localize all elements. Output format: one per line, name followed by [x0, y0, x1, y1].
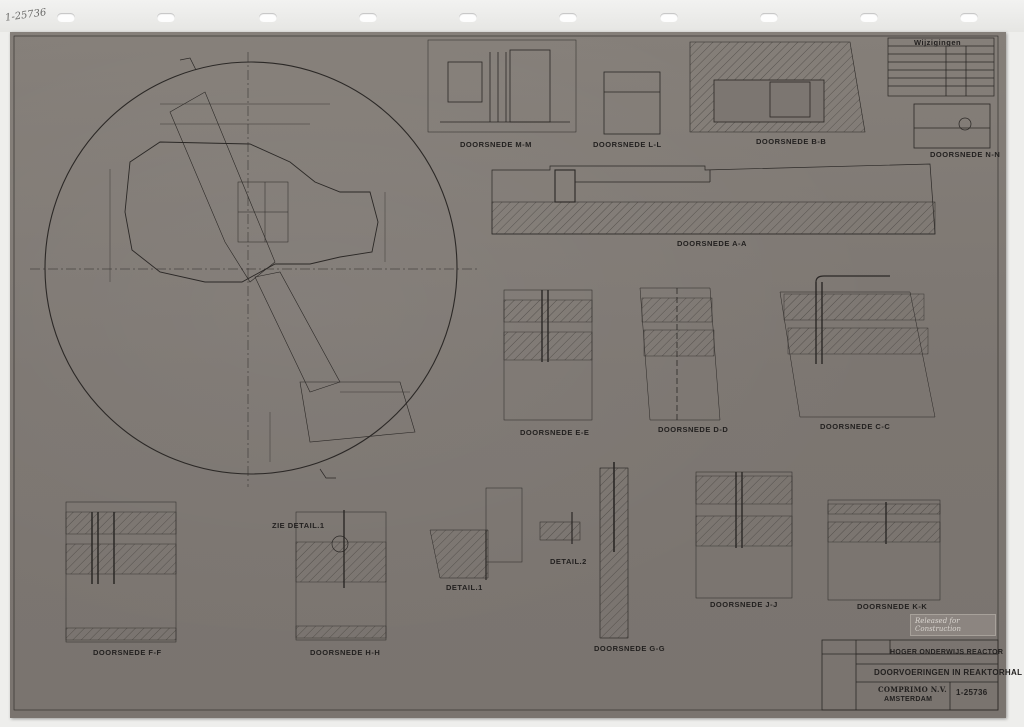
archive-mark: 1-25736: [4, 7, 48, 24]
revision-table-title: Wijzigingen: [914, 38, 962, 47]
release-stamp: Released for Construction: [910, 614, 996, 636]
section-label-ee: DOORSNEDE E-E: [520, 428, 590, 437]
punch-hole: [157, 13, 175, 22]
section-label-hh: DOORSNEDE H-H: [310, 648, 381, 657]
section-label-mm: DOORSNEDE M-M: [460, 140, 532, 149]
blueprint-sheet: Wijzigingen DOORSNEDE M-M DOORSNEDE L-L …: [10, 32, 1022, 718]
punch-hole: [459, 13, 477, 22]
title-block-city: AMSTERDAM: [884, 696, 933, 703]
section-label-bb: DOORSNEDE B-B: [756, 137, 827, 146]
section-label-ll: DOORSNEDE L-L: [593, 140, 662, 149]
punch-hole: [760, 13, 778, 22]
punch-hole: [660, 13, 678, 22]
title-block-drawing-number: 1-25736: [956, 688, 988, 697]
section-label-aa: DOORSNEDE A-A: [677, 239, 747, 248]
punch-hole: [259, 13, 277, 22]
punch-hole: [559, 13, 577, 22]
section-label-nn: DOORSNEDE N-N: [930, 150, 1001, 159]
punch-hole: [57, 13, 75, 22]
section-label-ff: DOORSNEDE F-F: [93, 648, 162, 657]
punched-top-strip: 1-25736: [0, 0, 1024, 32]
see-detail-label: ZIE DETAIL.1: [272, 521, 325, 530]
punch-hole: [359, 13, 377, 22]
title-block-project: HOGER ONDERWIJS REACTOR: [890, 649, 1004, 656]
detail-label-1: DETAIL.1: [446, 583, 483, 592]
release-stamp-text: Released for Construction: [915, 617, 962, 633]
drawing-linework: [13, 35, 999, 711]
section-label-gg: DOORSNEDE G-G: [594, 644, 666, 653]
title-block-company: COMPRIMO N.V.: [878, 685, 947, 694]
section-label-jj: DOORSNEDE J-J: [710, 600, 778, 609]
title-block-subject: DOORVOERINGEN IN REAKTORHAL: [874, 668, 1023, 677]
section-label-cc: DOORSNEDE C-C: [820, 422, 891, 431]
detail-label-2: DETAIL.2: [550, 557, 587, 566]
section-label-dd: DOORSNEDE D-D: [658, 425, 729, 434]
punch-hole: [960, 13, 978, 22]
section-label-kk: DOORSNEDE K-K: [857, 602, 928, 611]
punch-hole: [860, 13, 878, 22]
